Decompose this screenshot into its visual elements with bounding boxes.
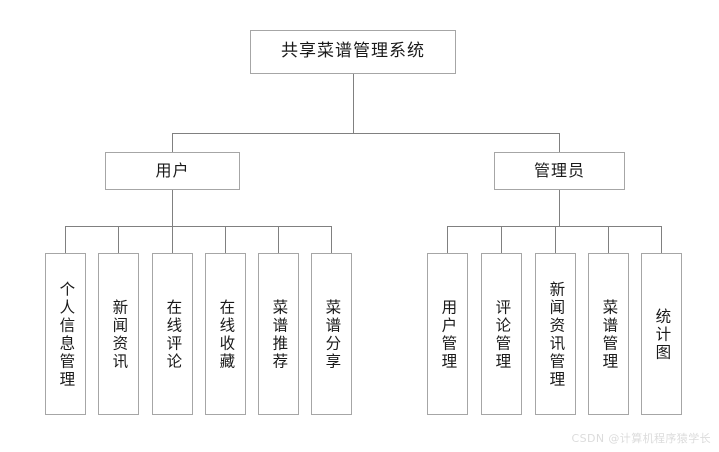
connector-root-bus [172, 133, 560, 134]
connector-user-drop-3 [172, 226, 173, 253]
connector-admin-bus [447, 226, 661, 227]
node-leaf-user-6[interactable]: 菜谱分享 [311, 253, 352, 415]
node-leaf-admin-2-label: 评论管理 [493, 299, 512, 371]
node-leaf-user-2[interactable]: 新闻资讯 [98, 253, 139, 415]
connector-user-drop-4 [225, 226, 226, 253]
connector-root-stem [353, 74, 354, 133]
watermark: CSDN @计算机程序猿学长 [571, 432, 711, 445]
node-user-label: 用户 [155, 160, 190, 180]
node-admin[interactable]: 管理员 [494, 152, 625, 190]
node-leaf-user-3-label: 在线评论 [164, 299, 183, 371]
connector-drop-admin [559, 133, 560, 153]
connector-user-stem [172, 190, 173, 226]
node-leaf-user-1-label: 个人信息管理 [57, 281, 76, 389]
connector-user-drop-2 [118, 226, 119, 253]
connector-admin-drop-2 [501, 226, 502, 253]
node-leaf-admin-4[interactable]: 菜谱管理 [588, 253, 629, 415]
connector-user-bus [65, 226, 331, 227]
connector-admin-drop-1 [447, 226, 448, 253]
node-leaf-user-3[interactable]: 在线评论 [152, 253, 193, 415]
connector-user-drop-6 [331, 226, 332, 253]
node-leaf-user-6-label: 菜谱分享 [323, 299, 342, 371]
connector-admin-stem [559, 190, 560, 226]
connector-admin-drop-4 [608, 226, 609, 253]
connector-drop-user [172, 133, 173, 153]
node-leaf-user-5-label: 菜谱推荐 [270, 299, 289, 371]
node-root-label: 共享菜谱管理系统 [281, 41, 425, 62]
connector-admin-drop-3 [555, 226, 556, 253]
node-leaf-admin-4-label: 菜谱管理 [600, 299, 619, 371]
node-leaf-admin-2[interactable]: 评论管理 [481, 253, 522, 415]
node-user[interactable]: 用户 [105, 152, 240, 190]
node-root[interactable]: 共享菜谱管理系统 [250, 30, 456, 74]
node-leaf-admin-5[interactable]: 统计图 [641, 253, 682, 415]
node-leaf-user-5[interactable]: 菜谱推荐 [258, 253, 299, 415]
connector-user-drop-1 [65, 226, 66, 253]
node-leaf-user-4-label: 在线收藏 [217, 299, 236, 371]
node-leaf-admin-1-label: 用户管理 [439, 299, 458, 371]
node-leaf-admin-3[interactable]: 新闻资讯管理 [535, 253, 576, 415]
node-leaf-admin-5-label: 统计图 [653, 308, 672, 362]
node-leaf-user-1[interactable]: 个人信息管理 [45, 253, 86, 415]
connector-user-drop-5 [278, 226, 279, 253]
node-admin-label: 管理员 [533, 160, 585, 180]
node-leaf-admin-1[interactable]: 用户管理 [427, 253, 468, 415]
connector-admin-drop-5 [661, 226, 662, 253]
node-leaf-user-4[interactable]: 在线收藏 [205, 253, 246, 415]
node-leaf-admin-3-label: 新闻资讯管理 [547, 281, 566, 389]
node-leaf-user-2-label: 新闻资讯 [110, 299, 129, 371]
